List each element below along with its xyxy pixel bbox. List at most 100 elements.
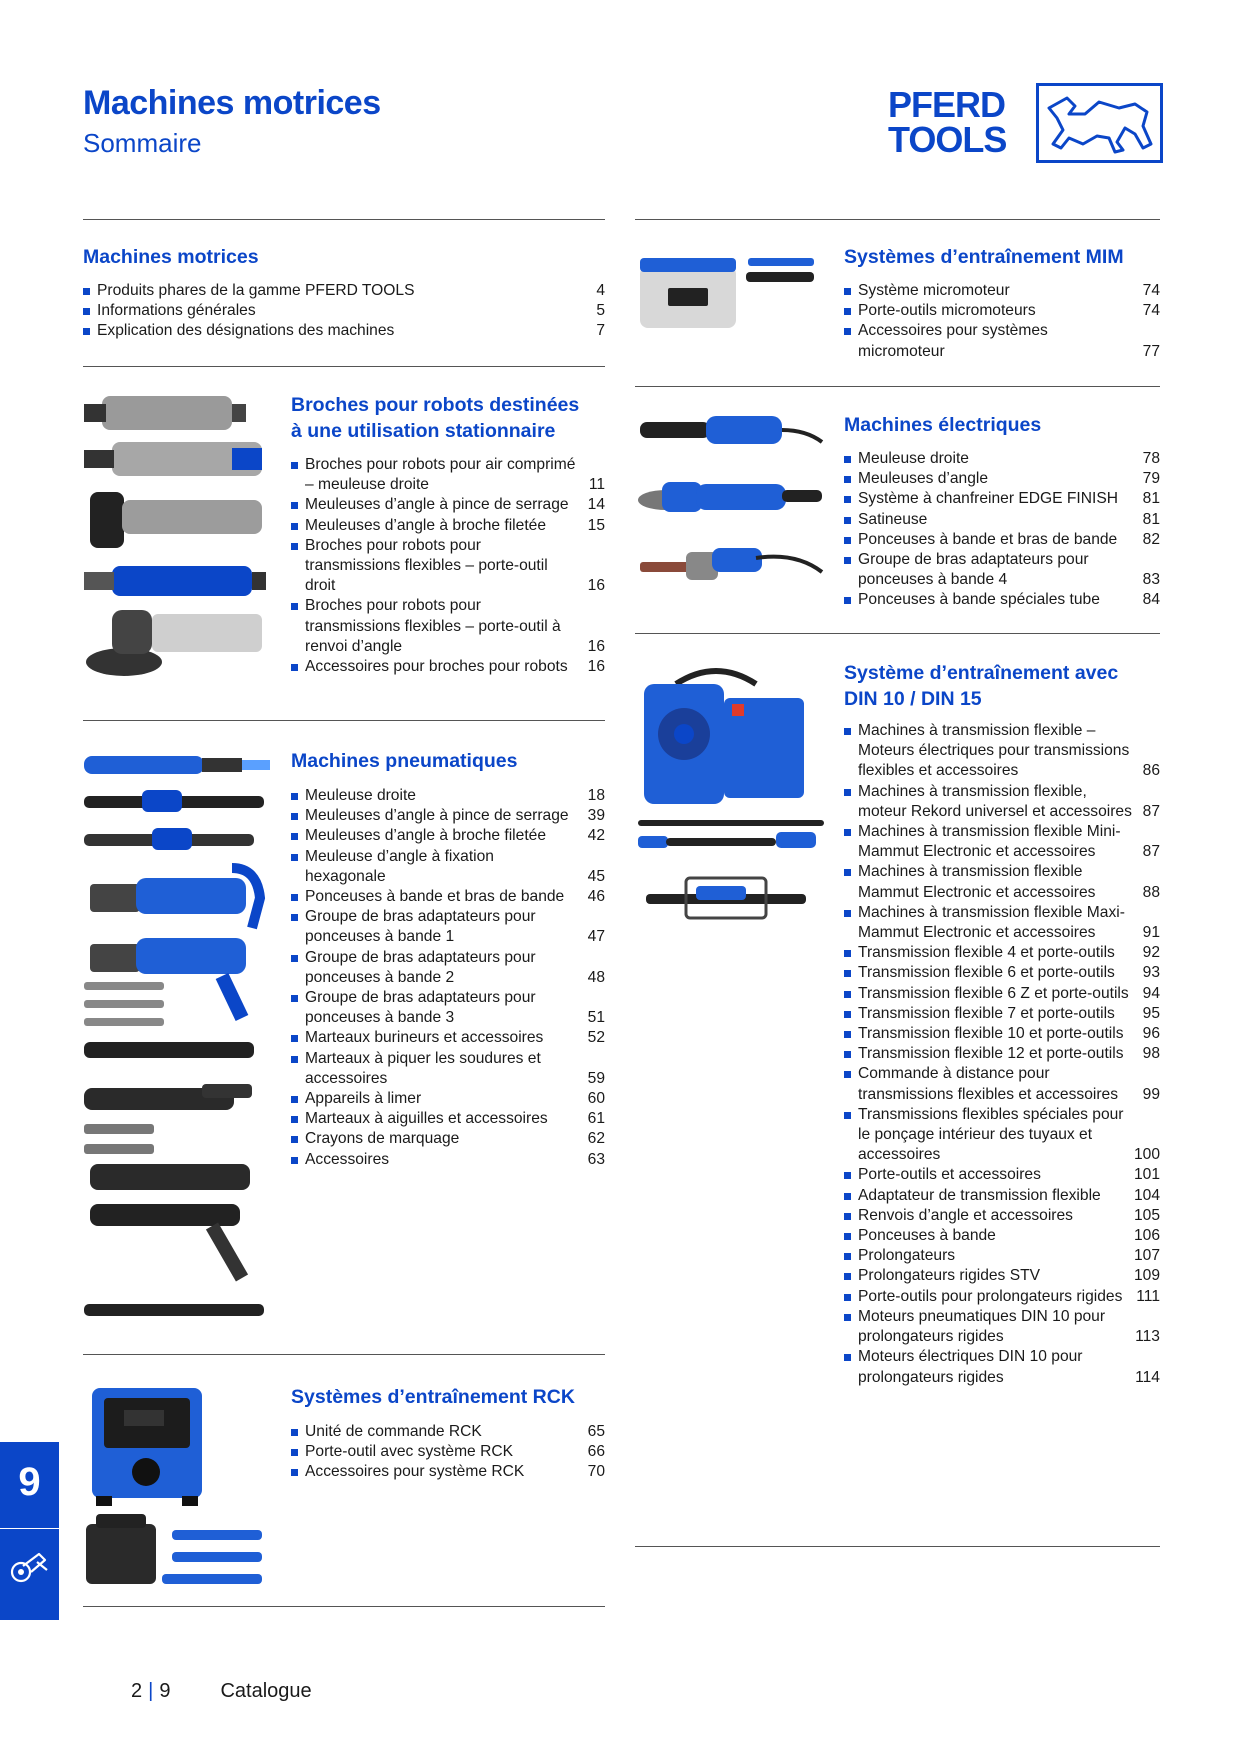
page-footer: 2|9 Catalogue <box>131 1680 312 1703</box>
list-item[interactable]: Moteurs pneumatiques DIN 10 pour prolong… <box>844 1307 1160 1347</box>
list-item[interactable]: Groupe de bras adaptateurs pour ponceuse… <box>291 907 605 947</box>
section-title-line: à une utilisation stationnaire <box>291 420 556 442</box>
list-item[interactable]: Explication des désignations des machine… <box>83 321 605 341</box>
section-title-din: Système d’entraînement avec DIN 10 / DIN… <box>844 660 1118 712</box>
list-item[interactable]: Transmission flexible 12 et porte-outils… <box>844 1044 1160 1064</box>
list-din: Machines à transmission flexible – Moteu… <box>844 721 1160 1388</box>
divider <box>635 219 1160 220</box>
list-item[interactable]: Machines à transmission flexible Maxi-Ma… <box>844 903 1160 943</box>
list-item[interactable]: Transmission flexible 6 Z et porte-outil… <box>844 984 1160 1004</box>
section-title-line: Système d’entraînement avec <box>844 662 1119 684</box>
list-broches: Broches pour robots pour air comprimé – … <box>291 455 605 677</box>
section-title-rck: Systèmes d’entraînement RCK <box>291 1386 575 1408</box>
page-subtitle: Sommaire <box>83 128 202 158</box>
page-title: Machines motrices <box>83 84 381 122</box>
section-title-mim: Systèmes d’entraînement MIM <box>844 246 1124 268</box>
micromotor-system-image <box>640 258 814 328</box>
section-title-pneumatiques: Machines pneumatiques <box>291 750 518 772</box>
section-title-line: Broches pour robots destinées <box>291 394 580 416</box>
footer-label: Catalogue <box>220 1680 312 1702</box>
horse-logo-icon <box>1036 83 1163 163</box>
page-number-right: 9 <box>159 1680 171 1702</box>
list-item[interactable]: Broches pour robots pour air comprimé – … <box>291 455 605 495</box>
list-item[interactable]: Moteurs électriques DIN 10 pour prolonga… <box>844 1347 1160 1387</box>
pneumatic-tools-image <box>84 756 270 1316</box>
list-item[interactable]: Machines à transmission flexible Mammut … <box>844 862 1160 902</box>
chapter-number: 9 <box>18 1460 41 1504</box>
logo-wordmark: PFERD TOOLS <box>888 84 1007 160</box>
list-item[interactable]: Transmissions flexibles spéciales pour l… <box>844 1105 1160 1166</box>
list-item[interactable]: Groupe de bras adaptateurs pour ponceuse… <box>844 550 1160 590</box>
divider <box>83 219 605 220</box>
flexible-shaft-machines-image <box>638 668 824 920</box>
list-item[interactable]: Machines à transmission flexible, moteur… <box>844 782 1160 822</box>
divider <box>83 1606 605 1607</box>
list-item[interactable]: Transmission flexible 10 et porte-outils… <box>844 1024 1160 1044</box>
list-item[interactable]: Marteaux à piquer les soudures et access… <box>291 1049 605 1089</box>
divider <box>635 386 1160 387</box>
chapter-tab[interactable]: 9 <box>0 1442 59 1620</box>
list-item[interactable]: Commande à distance pour transmissions f… <box>844 1064 1160 1104</box>
list-item[interactable]: Machines à transmission flexible Mini-Ma… <box>844 822 1160 862</box>
angle-grinder-icon <box>10 1552 48 1583</box>
section-title-electriques: Machines électriques <box>844 414 1042 436</box>
robot-spindles-image <box>84 396 266 676</box>
page-separator: | <box>148 1680 154 1702</box>
section-title-machines-motrices: Machines motrices <box>83 246 259 268</box>
pferd-tools-logo: PFERD TOOLS <box>888 83 1165 167</box>
list-item[interactable]: Groupe de bras adaptateurs pour ponceuse… <box>291 988 605 1028</box>
list-item[interactable]: Groupe de bras adaptateurs pour ponceuse… <box>291 948 605 988</box>
section-title-line: DIN 10 / DIN 15 <box>844 688 982 710</box>
logo-line-2: TOOLS <box>888 119 1007 160</box>
list-item[interactable]: Broches pour robots pour transmissions f… <box>291 596 605 657</box>
list-item[interactable]: Broches pour robots pour transmissions f… <box>291 536 605 597</box>
divider <box>635 1546 1160 1547</box>
logo-line-1: PFERD <box>888 84 1006 125</box>
page-number-left: 2 <box>131 1680 143 1702</box>
list-item[interactable]: Machines à transmission flexible – Moteu… <box>844 721 1160 782</box>
tab-divider <box>0 1528 59 1529</box>
divider <box>83 1354 605 1355</box>
